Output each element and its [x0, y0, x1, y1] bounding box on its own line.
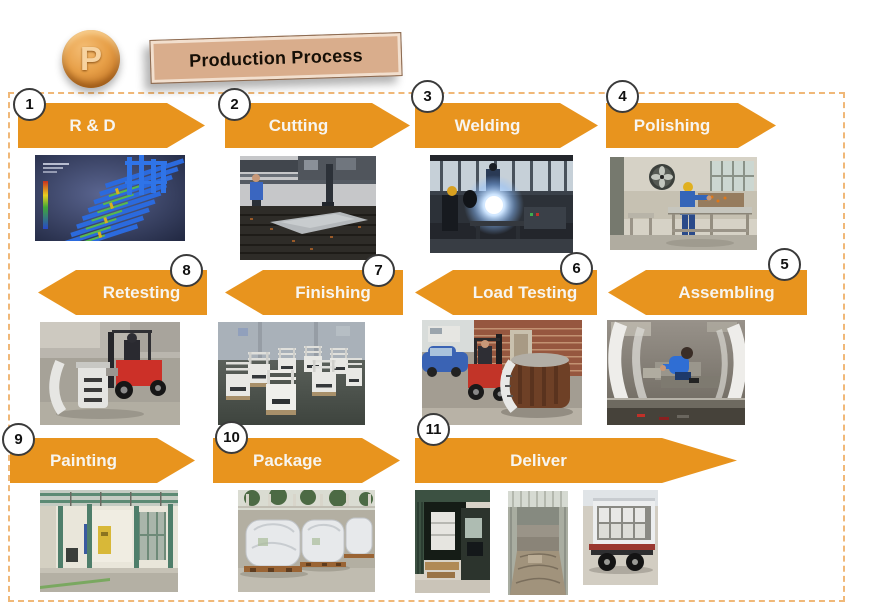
step-number-3: 3 — [411, 80, 444, 113]
step-label-cutting: Cutting — [268, 115, 329, 135]
step-label-retesting: Retesting — [102, 282, 181, 302]
logo-p-badge: P — [62, 30, 120, 88]
step-arrow-rd: R & D — [18, 103, 205, 148]
step-arrow-deliver: Deliver — [415, 438, 737, 483]
logo-letter: P — [79, 40, 102, 77]
photo-deliver-truck — [583, 490, 658, 585]
step-label-rd: R & D — [69, 115, 116, 135]
photo-polishing-bench — [610, 157, 757, 250]
photo-load-testing-forklift — [422, 320, 582, 425]
step-label-finishing: Finishing — [295, 282, 371, 302]
step-number-6: 6 — [560, 252, 593, 285]
photo-packaged-goods — [238, 490, 375, 592]
title-banner: Production Process — [149, 32, 403, 84]
step-number-4: 4 — [606, 80, 639, 113]
step-arrow-cutting: Cutting — [225, 103, 410, 148]
step-number-1: 1 — [13, 88, 46, 121]
photo-retesting-forklift — [40, 322, 180, 425]
photo-cutting-machine — [240, 156, 376, 260]
step-label-assembling: Assembling — [678, 282, 775, 302]
step-number-10: 10 — [215, 421, 248, 454]
photo-rd-cad-simulation — [35, 155, 185, 241]
photo-deliver-container-loading — [415, 490, 490, 593]
photo-painting-line — [40, 490, 178, 592]
step-arrow-assembling: Assembling — [608, 270, 807, 315]
step-label-package: Package — [253, 450, 322, 470]
photo-deliver-container-interior — [508, 491, 568, 595]
step-arrow-painting: Painting — [10, 438, 195, 483]
step-arrow-welding: Welding — [415, 103, 598, 148]
step-label-painting: Painting — [49, 450, 118, 470]
step-label-deliver: Deliver — [510, 450, 567, 470]
step-number-5: 5 — [768, 248, 801, 281]
page-title: Production Process — [188, 44, 364, 71]
photo-finishing-clamp-units — [218, 322, 365, 425]
step-number-8: 8 — [170, 254, 203, 287]
photo-assembling-worker — [607, 320, 745, 425]
step-number-11: 11 — [417, 413, 450, 446]
step-label-polishing: Polishing — [633, 115, 711, 135]
step-number-2: 2 — [218, 88, 251, 121]
photo-welding-arc — [430, 155, 573, 253]
step-label-welding: Welding — [454, 115, 521, 135]
step-arrow-polishing: Polishing — [606, 103, 776, 148]
step-number-7: 7 — [362, 254, 395, 287]
step-label-load-testing: Load Testing — [472, 282, 578, 302]
step-number-9: 9 — [2, 423, 35, 456]
